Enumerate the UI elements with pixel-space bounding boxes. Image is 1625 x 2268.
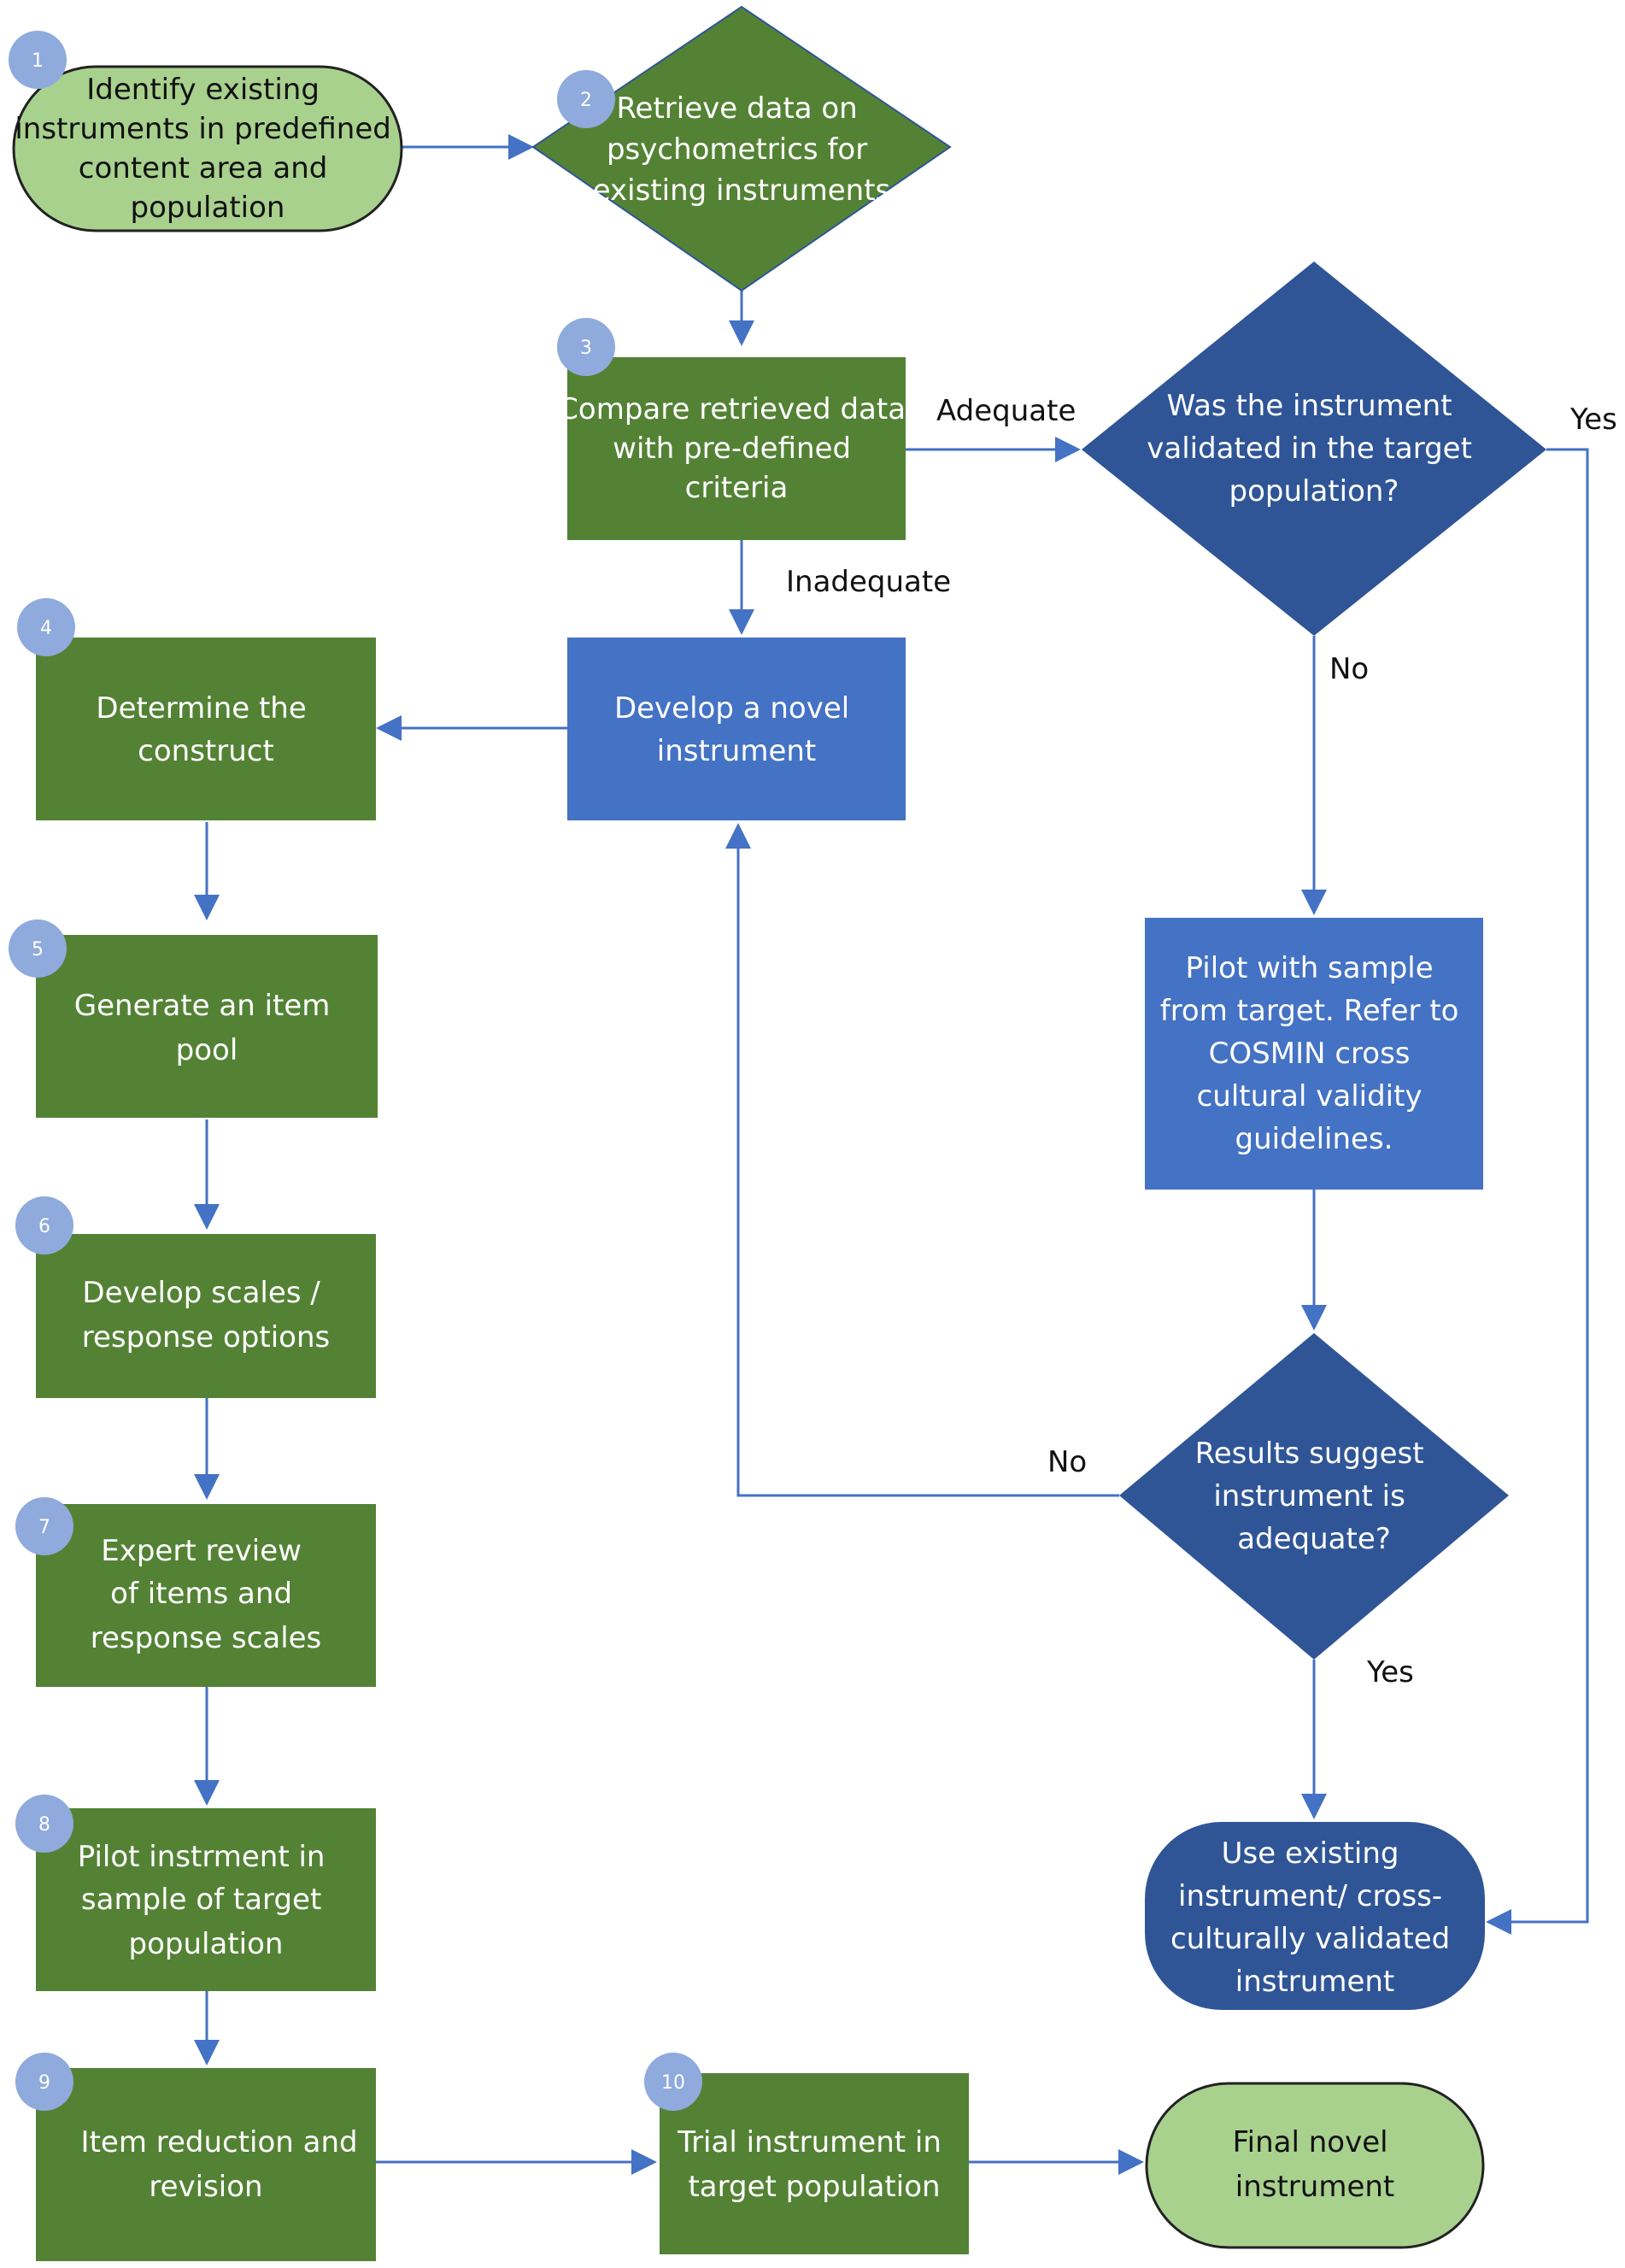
svg-text:1: 1 <box>32 50 44 72</box>
svg-text:2: 2 <box>580 90 592 111</box>
node-2-text: Retrieve data on psychometrics for exist… <box>593 91 891 208</box>
badge-7: 7 <box>15 1497 73 1555</box>
decision-results-adequate: Results suggest instrument is adequate? <box>1119 1333 1509 1660</box>
node-5-text: Generate an item pool <box>74 989 339 1067</box>
label-adequate: Adequate <box>936 394 1076 428</box>
node-10-text: Trial instrument in target population <box>677 2125 950 2204</box>
node-4-determine-construct: Determine the construct <box>36 638 376 820</box>
node-pilot-text: Pilot with sample from target. Refer to … <box>1160 951 1469 1156</box>
decision-results-shape <box>1119 1333 1509 1660</box>
node-10-trial-instrument: Trial instrument in target population <box>660 2073 969 2254</box>
edges <box>194 134 1589 2175</box>
decision-validated-text: Was the instrument validated in the targ… <box>1147 389 1481 508</box>
node-final-shape <box>1145 2082 1485 2249</box>
decision-validated-shape <box>1082 261 1546 636</box>
svg-text:4: 4 <box>40 618 52 639</box>
node-pilot-shape <box>1145 918 1483 1190</box>
node-3-shape <box>567 357 906 540</box>
node-8-shape <box>36 1808 376 1991</box>
step-badges: 1 2 3 4 5 6 7 8 <box>9 31 702 2111</box>
node-5-shape <box>36 935 378 1118</box>
badge-5: 5 <box>9 920 67 978</box>
node-8-text: Pilot instrment in sample of target popu… <box>78 1840 335 1961</box>
badge-9: 9 <box>15 2053 73 2111</box>
node-novel-shape <box>567 638 906 820</box>
node-9-text: Item reduction and revision <box>81 2125 367 2204</box>
node-4-shape <box>36 638 376 820</box>
node-9-item-reduction: Item reduction and revision <box>36 2068 376 2261</box>
node-8-pilot-instrument: Pilot instrment in sample of target popu… <box>36 1808 376 1991</box>
label-no-validated: No <box>1329 652 1369 686</box>
svg-text:9: 9 <box>38 2072 50 2094</box>
node-6-text: Develop scales / response options <box>82 1276 330 1354</box>
node-9-shape <box>36 2068 376 2261</box>
badge-3: 3 <box>557 318 615 376</box>
svg-text:5: 5 <box>32 939 44 961</box>
node-10-shape <box>660 2073 969 2254</box>
label-inadequate: Inadequate <box>786 565 951 599</box>
edge-results-no-to-novel <box>725 823 1119 1497</box>
badge-6: 6 <box>15 1196 73 1254</box>
node-final-text: Final novel instrument <box>1233 2125 1398 2204</box>
node-use-existing-instrument: Use existing instrument/ cross- cultural… <box>1145 1822 1485 2010</box>
label-yes-results: Yes <box>1366 1655 1414 1689</box>
svg-text:3: 3 <box>580 338 592 359</box>
node-1-identify-instruments: Identify existing instruments in predefi… <box>12 65 403 232</box>
node-develop-novel-instrument: Develop a novel instrument <box>567 638 906 820</box>
node-7-expert-review: Expert review of items and response scal… <box>36 1504 376 1687</box>
node-use-existing-text: Use existing instrument/ cross- cultural… <box>1170 1836 1459 1999</box>
label-no-results: No <box>1047 1445 1087 1479</box>
badge-8: 8 <box>15 1795 73 1853</box>
node-1-shape <box>12 65 403 232</box>
decision-validated-target-population: Was the instrument validated in the targ… <box>1082 261 1546 636</box>
svg-text:10: 10 <box>661 2072 685 2094</box>
svg-text:6: 6 <box>38 1216 50 1237</box>
svg-text:7: 7 <box>38 1517 50 1538</box>
edge-labels: Adequate Inadequate Yes No No Yes <box>786 394 1617 1689</box>
node-5-generate-item-pool: Generate an item pool <box>36 935 378 1118</box>
node-7-shape <box>36 1504 376 1687</box>
node-6-shape <box>36 1234 376 1398</box>
node-3-compare-data: Compare retrieved data with pre-defined … <box>558 357 915 540</box>
node-6-develop-scales: Develop scales / response options <box>36 1234 376 1398</box>
badge-4: 4 <box>17 598 75 656</box>
decision-results-text: Results suggest instrument is adequate? <box>1195 1437 1434 1556</box>
node-4-text: Determine the construct <box>96 691 315 768</box>
node-3-text: Compare retrieved data with pre-defined … <box>558 392 915 505</box>
badge-2: 2 <box>557 70 615 128</box>
svg-text:8: 8 <box>38 1814 50 1836</box>
badge-1: 1 <box>9 31 67 89</box>
node-final-novel-instrument: Final novel instrument <box>1145 2082 1485 2249</box>
node-1-text: Identify existing instruments in predefi… <box>15 73 400 225</box>
node-2-retrieve-data: Retrieve data on psychometrics for exist… <box>531 5 952 292</box>
node-7-text: Expert review of items and response scal… <box>91 1534 322 1655</box>
node-use-existing-shape <box>1145 1822 1485 2010</box>
node-pilot-with-sample: Pilot with sample from target. Refer to … <box>1145 918 1483 1190</box>
label-yes-validated: Yes <box>1569 402 1617 437</box>
node-novel-text: Develop a novel instrument <box>614 691 859 768</box>
edge-validated-yes-to-use-existing <box>1486 448 1589 1935</box>
badge-10: 10 <box>644 2053 702 2111</box>
